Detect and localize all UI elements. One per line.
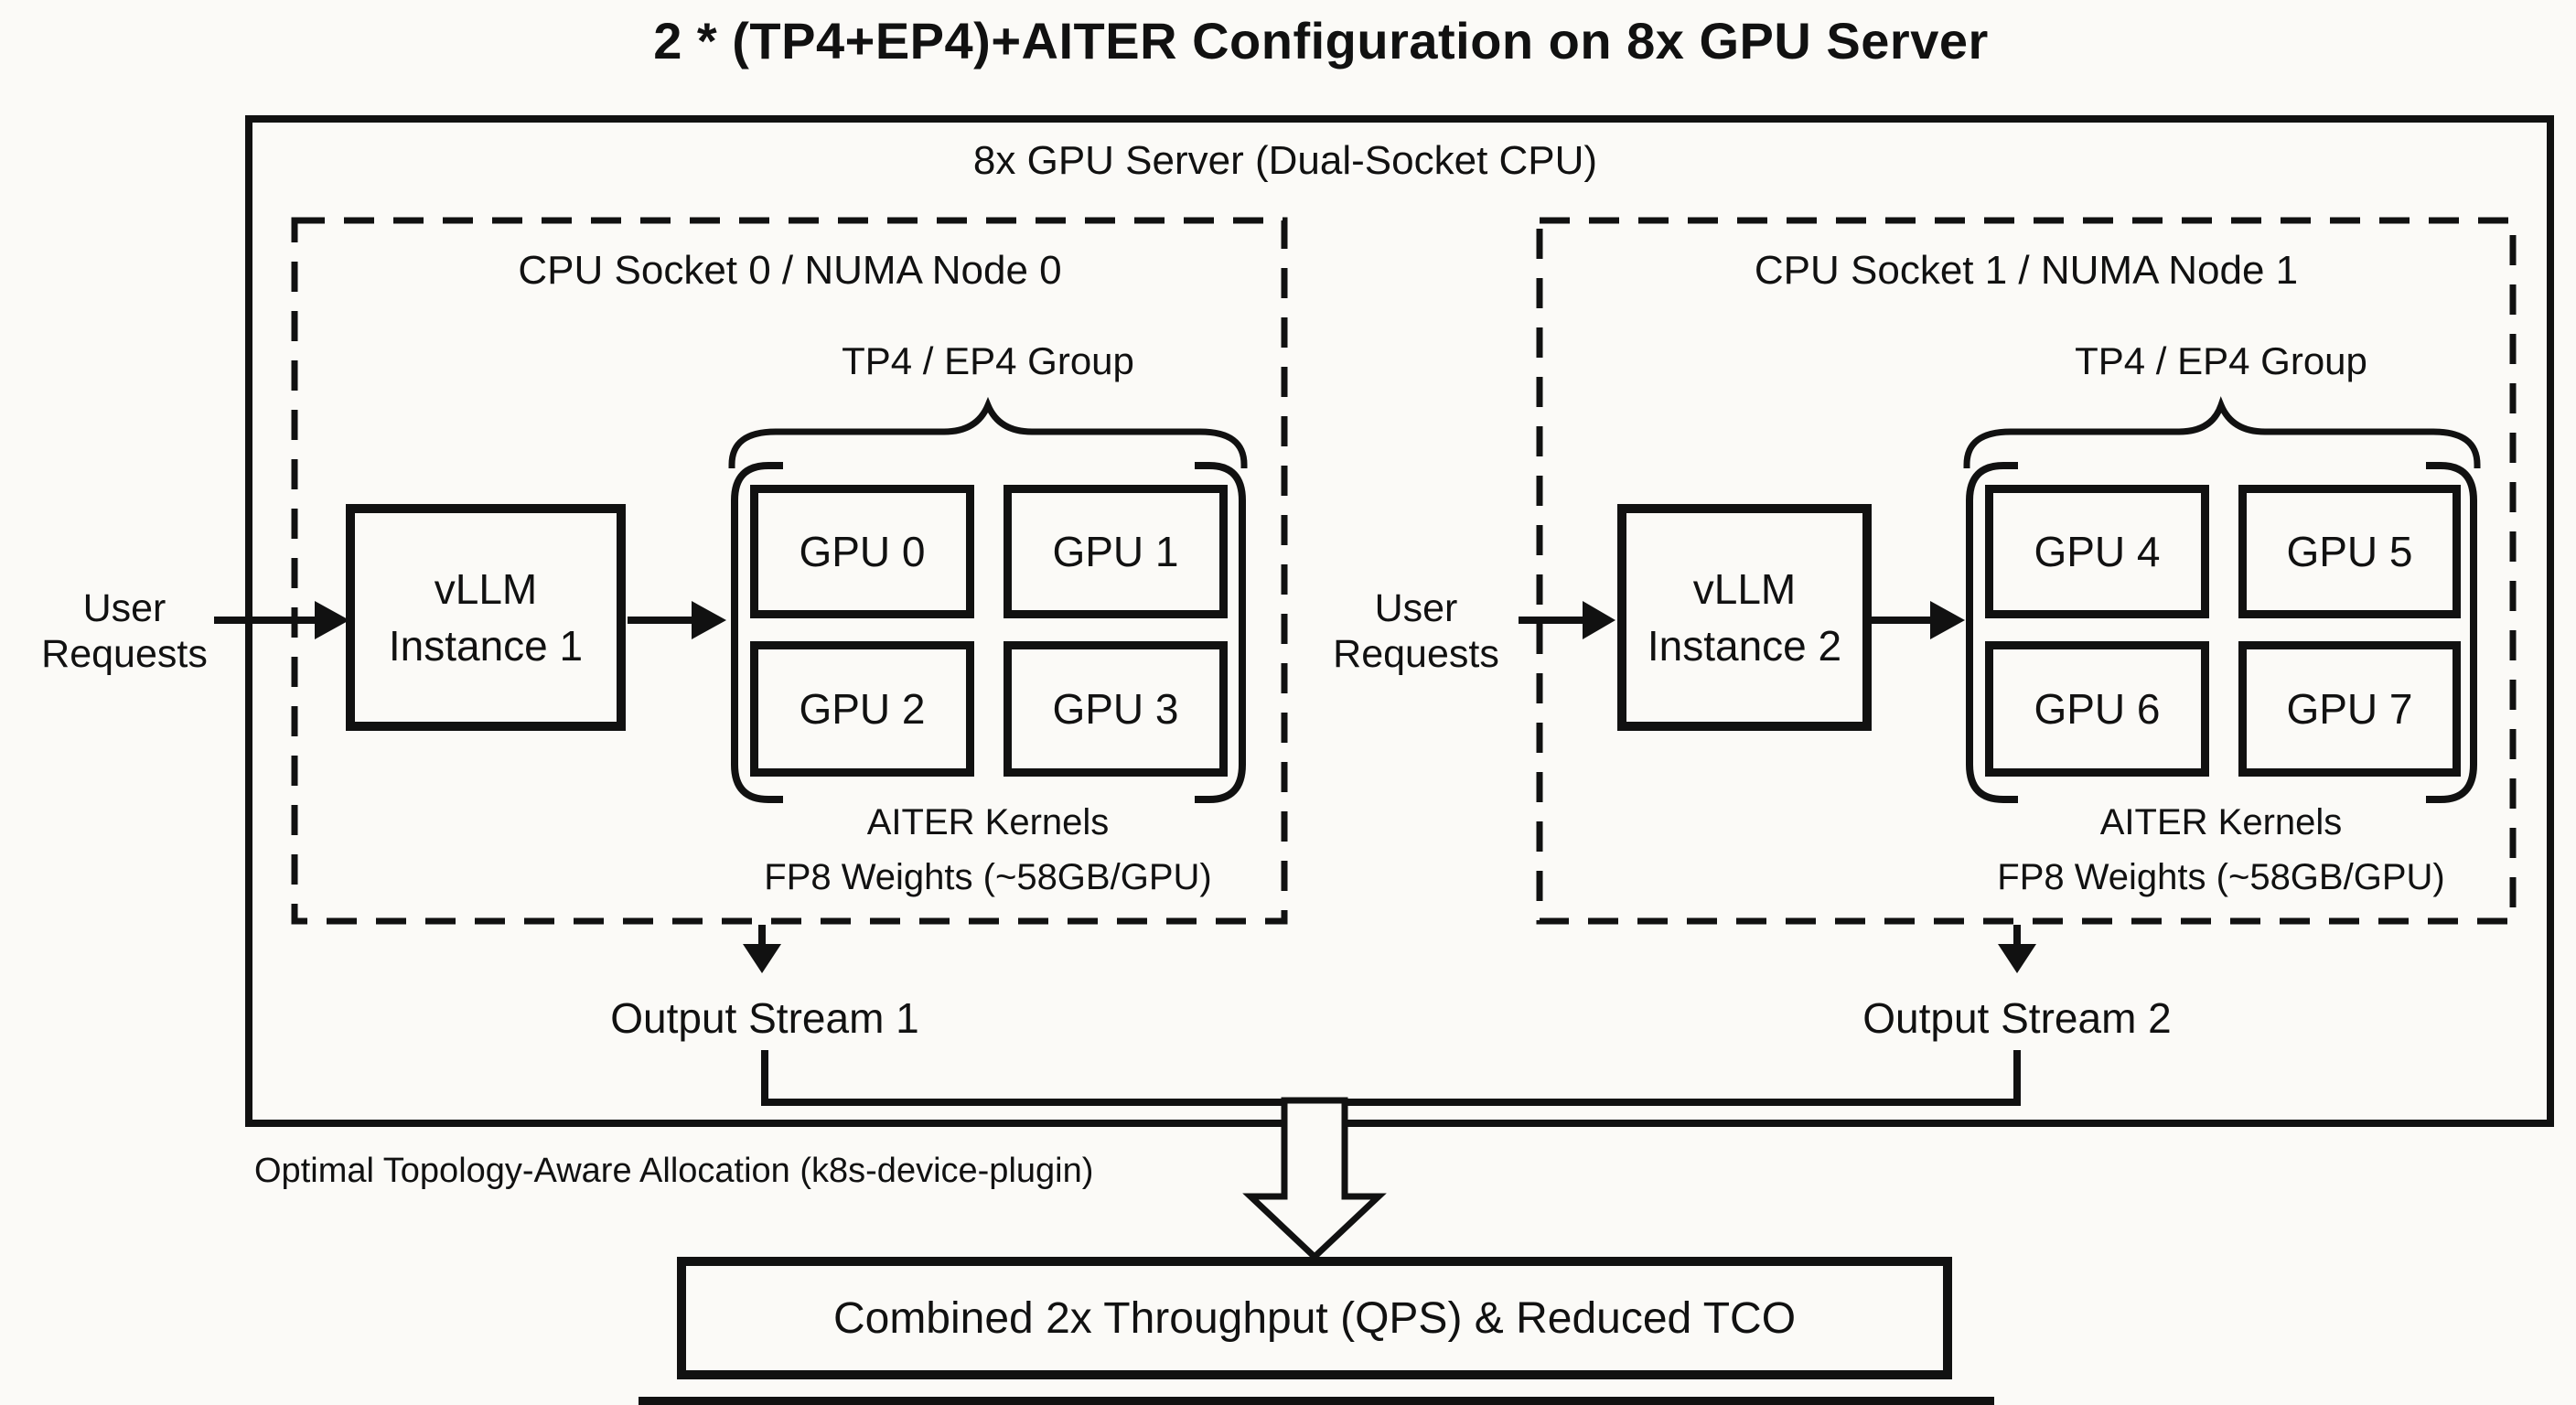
numa1-weights-label: FP8 Weights (~58GB/GPU)	[1997, 857, 2445, 897]
vllm-instance-2-line2: Instance 2	[1647, 622, 1842, 670]
vllm-instance-1-line2: Instance 1	[388, 622, 584, 670]
requests2-arrowhead-icon	[1583, 601, 1615, 639]
numa0-group-brace	[728, 396, 1248, 468]
numa1-group-label: TP4 / EP4 Group	[2075, 339, 2367, 382]
gpu-7-box: GPU 7	[2238, 641, 2461, 777]
output-stream-2-label: Output Stream 2	[1862, 994, 2172, 1042]
vllm2-to-gpus-arrowhead-icon	[1930, 601, 1965, 639]
server-box-label: 8x GPU Server (Dual-Socket CPU)	[972, 138, 1598, 183]
gpu-1-box: GPU 1	[1004, 485, 1228, 618]
numa1-kernels-label: AITER Kernels	[2099, 802, 2343, 842]
gpu-3-label: GPU 3	[1052, 685, 1179, 733]
cropped-element-edge	[639, 1397, 1994, 1405]
output-stream-1-label: Output Stream 1	[610, 994, 919, 1042]
allocation-note: Optimal Topology-Aware Allocation (k8s-d…	[254, 1152, 1094, 1190]
output-merge-connector	[761, 1050, 2021, 1106]
result-box: Combined 2x Throughput (QPS) & Reduced T…	[677, 1257, 1952, 1379]
vllm-instance-1-line1: vLLM	[434, 565, 538, 613]
gpu-6-label: GPU 6	[2034, 685, 2161, 733]
vllm-instance-2-box: vLLM Instance 2	[1617, 504, 1872, 731]
diagram-title: 2 * (TP4+EP4)+AITER Configuration on 8x …	[653, 12, 1989, 70]
vllm-instance-2-line1: vLLM	[1692, 565, 1797, 613]
vllm-instance-1-box: vLLM Instance 1	[346, 504, 626, 731]
vllm1-to-gpus-arrowhead-icon	[692, 601, 726, 639]
gpu-2-box: GPU 2	[750, 641, 974, 777]
gpu-1-label: GPU 1	[1052, 528, 1179, 575]
user-requests-1-line2: Requests	[41, 632, 208, 676]
gpu-5-box: GPU 5	[2238, 485, 2461, 618]
user-requests-1: User Requests	[5, 585, 243, 677]
requests1-arrowhead-icon	[315, 601, 349, 639]
gpu-7-label: GPU 7	[2286, 685, 2413, 733]
gpu-5-label: GPU 5	[2286, 528, 2413, 575]
user-requests-2-line1: User	[1374, 586, 1458, 630]
user-requests-1-line1: User	[82, 586, 166, 630]
numa0-group-label: TP4 / EP4 Group	[842, 339, 1134, 382]
numa0-header: CPU Socket 0 / NUMA Node 0	[518, 248, 1062, 293]
gpu-3-box: GPU 3	[1004, 641, 1228, 777]
user-requests-2-line2: Requests	[1333, 632, 1499, 676]
numa1-group-brace	[1963, 396, 2481, 468]
result-label: Combined 2x Throughput (QPS) & Reduced T…	[832, 1293, 1797, 1343]
numa0-weights-label: FP8 Weights (~58GB/GPU)	[764, 857, 1212, 897]
numa0-output-arrowhead-icon	[743, 944, 781, 973]
numa1-output-arrowhead-icon	[1998, 944, 2036, 973]
numa1-header: CPU Socket 1 / NUMA Node 1	[1754, 248, 2299, 293]
gpu-0-label: GPU 0	[799, 528, 926, 575]
gpu-6-box: GPU 6	[1985, 641, 2209, 777]
numa0-kernels-label: AITER Kernels	[866, 802, 1110, 842]
gpu-4-label: GPU 4	[2034, 528, 2161, 575]
gpu-4-box: GPU 4	[1985, 485, 2209, 618]
gpu-2-label: GPU 2	[799, 685, 926, 733]
user-requests-2: User Requests	[1297, 585, 1535, 677]
gpu-0-box: GPU 0	[750, 485, 974, 618]
